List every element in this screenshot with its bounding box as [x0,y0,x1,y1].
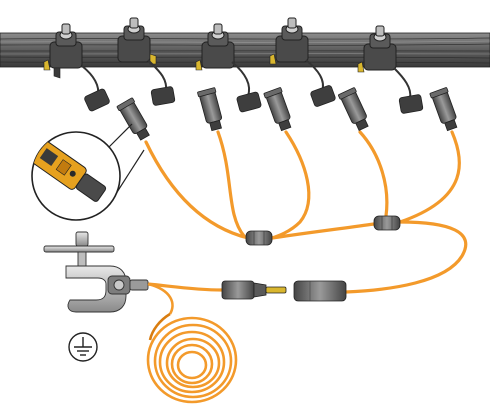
earthing-cables [146,132,466,292]
cable-splice-sleeve-right [374,216,400,230]
earth-clamp [44,232,148,312]
insulation-piercing-clamp-1 [44,24,82,78]
magnifier-detail [30,124,144,220]
cable-splice-sleeve-left [246,231,272,245]
ground-symbol [69,333,97,361]
in-line-plug-connector [222,281,346,301]
insulation-piercing-clamp-3 [196,24,234,70]
coiled-cable [148,284,236,402]
insulation-piercing-clamp-2 [118,18,156,64]
insulation-piercing-clamp-4 [270,18,308,64]
